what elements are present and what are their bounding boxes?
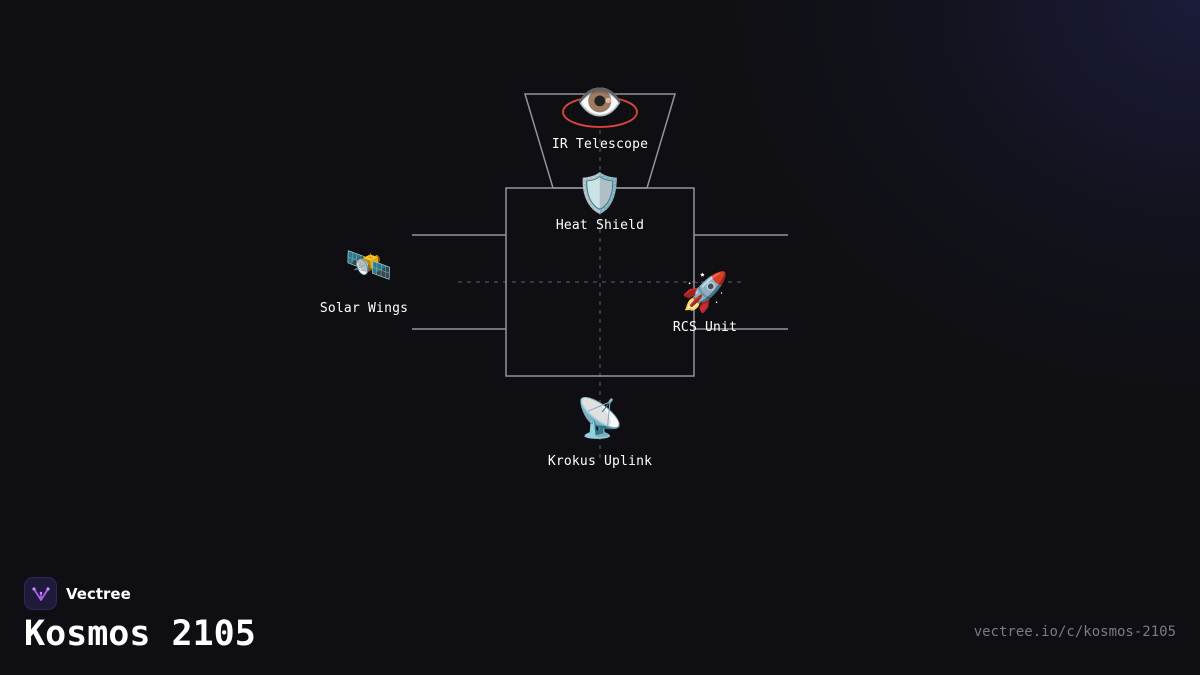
part-label: IR Telescope: [551, 137, 649, 152]
part-solar-wings[interactable]: 🛰️ Solar Wings: [320, 243, 408, 316]
part-krokus-uplink[interactable]: 📡 Krokus Uplink: [548, 396, 652, 469]
brand-name: Vectree: [66, 584, 131, 603]
design-url[interactable]: vectree.io/c/kosmos-2105: [973, 624, 1176, 640]
vectree-logo-icon: [24, 577, 57, 610]
part-label: Heat Shield: [555, 218, 645, 233]
satellite-icon: 🛰️: [345, 243, 393, 287]
design-title: Kosmos 2105: [24, 614, 256, 654]
brand[interactable]: Vectree: [24, 577, 131, 610]
satellite-dish-icon: 📡: [576, 396, 624, 440]
part-label: Krokus Uplink: [547, 454, 653, 469]
part-label: Solar Wings: [319, 301, 409, 316]
part-rcs-unit[interactable]: 🚀 RCS Unit: [673, 270, 737, 335]
shield-icon: 🛡️: [576, 171, 624, 215]
eye-icon: 👁️: [576, 80, 624, 124]
part-label: RCS Unit: [672, 320, 738, 335]
part-ir-telescope[interactable]: 👁️ IR Telescope: [552, 80, 648, 152]
part-heat-shield[interactable]: 🛡️ Heat Shield: [556, 171, 644, 233]
rocket-icon: 🚀: [681, 270, 729, 314]
main-body-outline: [505, 187, 695, 377]
selection-ring: [562, 96, 638, 128]
